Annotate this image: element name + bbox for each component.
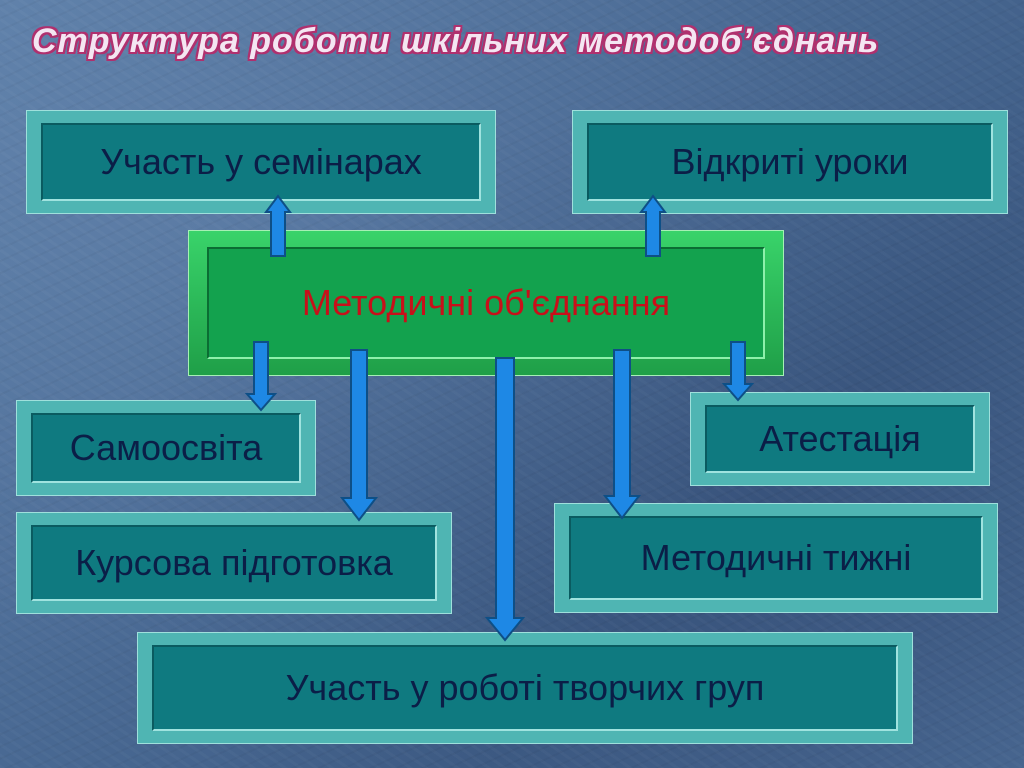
node-self-education-label: Самоосвіта	[31, 413, 301, 483]
arrow-to-attestation	[721, 341, 755, 402]
node-open-lessons: Відкриті уроки	[572, 110, 1008, 214]
arrow-to-seminars	[264, 194, 292, 257]
arrow-to-method-weeks	[602, 349, 642, 520]
arrow-to-self-education	[244, 341, 278, 412]
node-attestation: Атестація	[690, 392, 990, 486]
node-self-education: Самоосвіта	[16, 400, 316, 496]
node-course-training-label: Курсова підготовка	[31, 525, 437, 601]
node-creative-groups-label: Участь у роботі творчих груп	[152, 645, 898, 731]
node-seminars: Участь у семінарах	[26, 110, 496, 214]
slide-title: Структура роботи шкільних методоб’єднань	[32, 22, 880, 60]
node-method-weeks: Методичні тижні	[554, 503, 998, 613]
arrow-to-open-lessons	[639, 194, 667, 257]
node-open-lessons-label: Відкриті уроки	[587, 123, 993, 201]
node-method-weeks-label: Методичні тижні	[569, 516, 983, 600]
node-attestation-label: Атестація	[705, 405, 975, 473]
node-course-training: Курсова підготовка	[16, 512, 452, 614]
node-center-label: Методичні об'єднання	[207, 247, 765, 359]
arrow-to-course-training	[339, 349, 379, 522]
node-creative-groups: Участь у роботі творчих груп	[137, 632, 913, 744]
node-center: Методичні об'єднання	[188, 230, 784, 376]
arrow-to-creative-groups	[484, 357, 526, 642]
node-seminars-label: Участь у семінарах	[41, 123, 481, 201]
